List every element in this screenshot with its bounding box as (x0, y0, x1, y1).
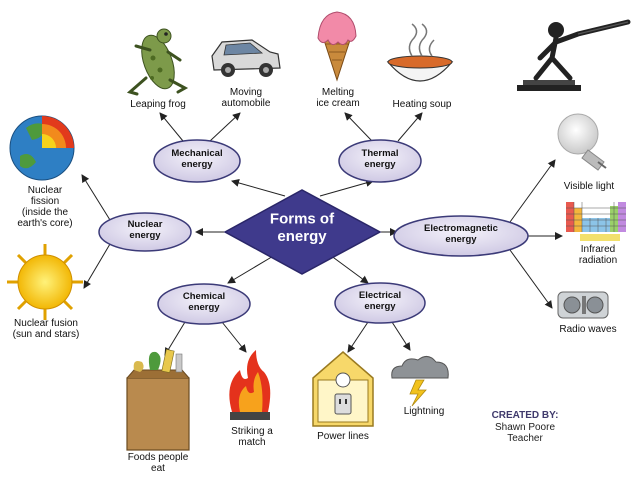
credit-name: Shawn Poore (494, 422, 556, 433)
house-outlet-icon (312, 351, 374, 427)
credit-heading: CREATED BY: (491, 410, 559, 421)
example-label-heating-soup: Heating soup (392, 99, 452, 110)
example-label-infrared-radiation: Infrared radiation (578, 244, 618, 266)
radio-icon (557, 291, 609, 319)
flame-icon (229, 350, 271, 420)
example-label-radio-waves: Radio waves (559, 324, 617, 335)
example-label-melting-ice-cream: Melting ice cream (316, 87, 360, 109)
example-label-foods-people-eat: Foods people eat (127, 452, 189, 474)
grocery-bag-icon (126, 349, 190, 451)
example-label-leaping-frog: Leaping frog (130, 99, 186, 110)
example-label-visible-light: Visible light (563, 181, 615, 192)
example-label-nuclear-fission: Nuclear fission (inside the earth's core… (17, 185, 73, 229)
example-label-power-lines: Power lines (317, 431, 369, 442)
periodic-table-icon (566, 202, 626, 241)
credit-block: CREATED BY: Shawn Poore Teacher (482, 410, 568, 444)
frog-icon (126, 28, 189, 96)
example-label-nuclear-fusion: Nuclear fusion (sun and stars) (12, 318, 80, 340)
light-bulb-icon (557, 113, 607, 171)
earth-core-icon (9, 115, 75, 181)
fencer-icon (517, 19, 631, 91)
ice-cream-icon (317, 11, 357, 82)
example-label-lightning: Lightning (403, 406, 445, 417)
storm-cloud-icon (391, 356, 449, 407)
sun-icon (7, 244, 83, 320)
credit-role: Teacher (507, 433, 543, 444)
example-label-moving-automobile: Moving automobile (221, 87, 271, 109)
car-icon (211, 39, 281, 77)
arrows (81, 112, 563, 356)
example-label-striking-a-match: Striking a match (231, 426, 273, 448)
soup-bowl-icon (386, 23, 454, 82)
